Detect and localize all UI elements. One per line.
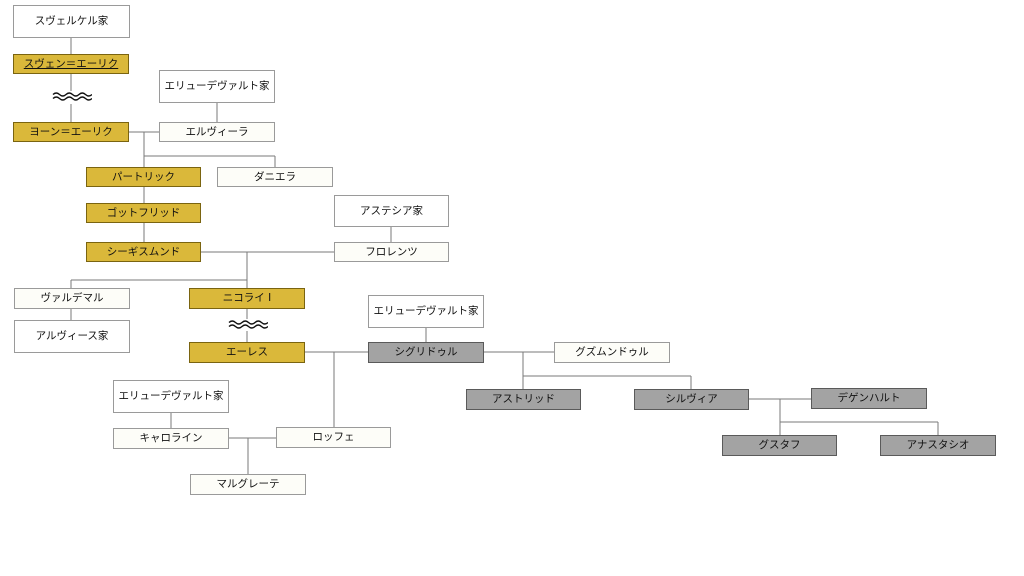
person-box-sigismund[interactable]: シーギスムンド [86,242,201,262]
person-box-margrete[interactable]: マルグレーテ [190,474,306,495]
node-label: シーギスムンド [106,245,181,258]
person-box-sven-erik[interactable]: スヴェン＝エーリク [13,54,129,74]
node-label: シグリドゥル [394,346,458,359]
node-label: スヴェン＝エーリク [23,57,119,70]
person-box-gudmundur[interactable]: グズムンドゥル [554,342,670,363]
node-label: パートリック [112,170,175,183]
wave-separator-icon [228,320,268,329]
node-label: エリューデヴァルト家 [373,305,479,318]
house-box-eleuderval: エリューデヴァルト家 [113,380,229,413]
node-label: エリューデヴァルト家 [164,80,270,93]
person-box-caroline[interactable]: キャロライン [113,428,229,449]
node-label: アステシア家 [360,204,423,217]
node-label: エルヴィーラ [185,125,249,138]
person-box-loffe[interactable]: ロッフェ [276,427,391,448]
node-label: アナスタシオ [906,439,970,452]
node-label: エーレス [226,346,268,359]
person-box-degenhard[interactable]: デゲンハルト [811,388,927,409]
person-box-elvira[interactable]: エルヴィーラ [159,122,275,142]
house-box-alvis: アルヴィース家 [14,320,130,353]
node-label: ヴァルデマル [40,292,104,305]
person-box-florence[interactable]: フロレンツ [334,242,449,262]
node-label: ダニエラ [254,170,296,183]
node-label: キャロライン [139,432,203,445]
node-label: ロッフェ [312,431,355,444]
person-box-silvia[interactable]: シルヴィア [634,389,749,410]
person-box-valdemar[interactable]: ヴァルデマル [14,288,130,309]
node-label: エリューデヴァルト家 [118,390,224,403]
node-label: ニコライ I [222,292,272,305]
node-label: ヨーン＝エーリク [29,125,113,138]
node-label: アルヴィース家 [35,330,109,343]
house-box-eleuderval: エリューデヴァルト家 [159,70,275,103]
wave-separator-icon [52,92,92,101]
person-box-eres[interactable]: エーレス [189,342,305,363]
node-label: デゲンハルト [837,392,901,405]
house-box-svelker: スヴェルケル家 [13,5,130,38]
person-box-nicolai[interactable]: ニコライ I [189,288,305,309]
node-label: グズムンドゥル [575,346,649,359]
person-box-johan-erik[interactable]: ヨーン＝エーリク [13,122,129,142]
node-label: フロレンツ [365,245,418,258]
node-label: グスタフ [758,439,801,452]
node-label: マルグレーテ [216,478,280,491]
node-label: アストリッド [492,393,555,406]
node-label: ゴットフリッド [106,206,181,219]
person-box-gustaf[interactable]: グスタフ [722,435,837,456]
person-box-daniela[interactable]: ダニエラ [217,167,333,187]
person-box-patrick[interactable]: パートリック [86,167,201,187]
house-box-eleuderval: エリューデヴァルト家 [368,295,484,328]
node-label: スヴェルケル家 [34,15,109,28]
house-box-astesia: アステシア家 [334,195,449,227]
person-box-gottfried[interactable]: ゴットフリッド [86,203,201,223]
node-label: シルヴィア [665,393,718,406]
person-box-sigridur[interactable]: シグリドゥル [368,342,484,363]
person-box-anastasio[interactable]: アナスタシオ [880,435,996,456]
person-box-astrid[interactable]: アストリッド [466,389,581,410]
